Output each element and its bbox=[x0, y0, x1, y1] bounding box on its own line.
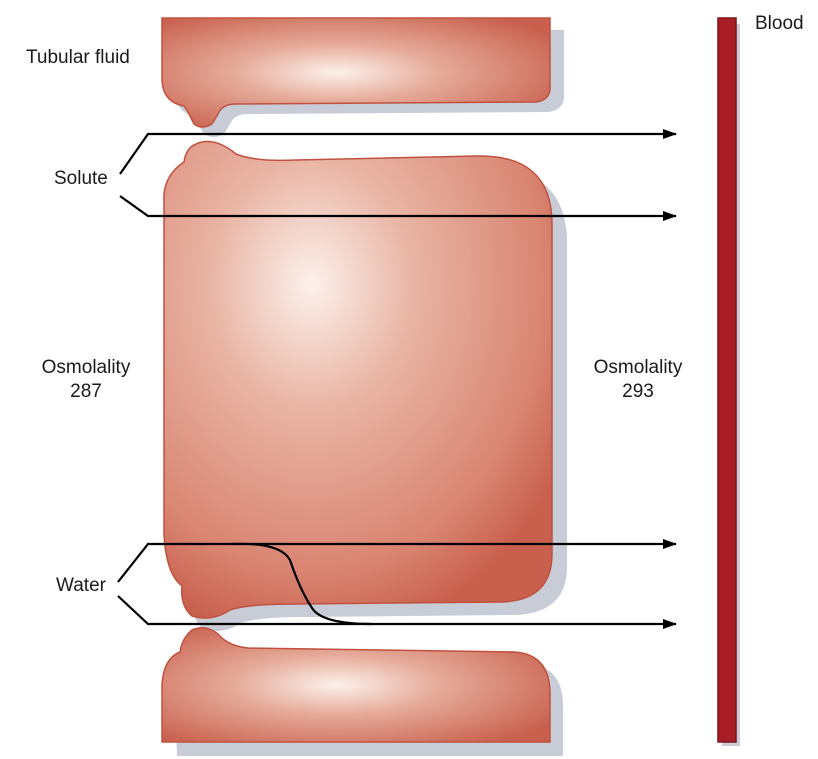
osmolality-right: Osmolality 293 bbox=[584, 356, 692, 404]
solute-arrow-upper bbox=[119, 129, 677, 175]
osmolality-left-title: Osmolality bbox=[41, 357, 131, 378]
bottom-epithelial-cell bbox=[161, 627, 563, 756]
solute-arrows bbox=[119, 129, 677, 221]
osmolality-left-value: 287 bbox=[70, 381, 102, 402]
water-arrows bbox=[117, 539, 677, 629]
solute-label: Solute bbox=[54, 168, 108, 189]
top-epithelial-cell bbox=[161, 17, 564, 137]
blood-label: Blood bbox=[755, 13, 804, 34]
osmolality-left: Osmolality 287 bbox=[32, 356, 140, 404]
tubular-fluid-label: Tubular fluid bbox=[26, 47, 130, 68]
middle-epithelial-cell bbox=[163, 140, 567, 631]
osmolality-right-value: 293 bbox=[622, 381, 654, 402]
blood-vessel bbox=[717, 17, 740, 746]
water-arrow-lower bbox=[117, 595, 677, 629]
osmolality-right-title: Osmolality bbox=[593, 357, 683, 378]
water-arrow-upper bbox=[117, 539, 677, 583]
water-transcellular-path bbox=[231, 542, 373, 626]
solute-arrow-lower bbox=[119, 195, 677, 221]
water-label: Water bbox=[56, 575, 106, 596]
